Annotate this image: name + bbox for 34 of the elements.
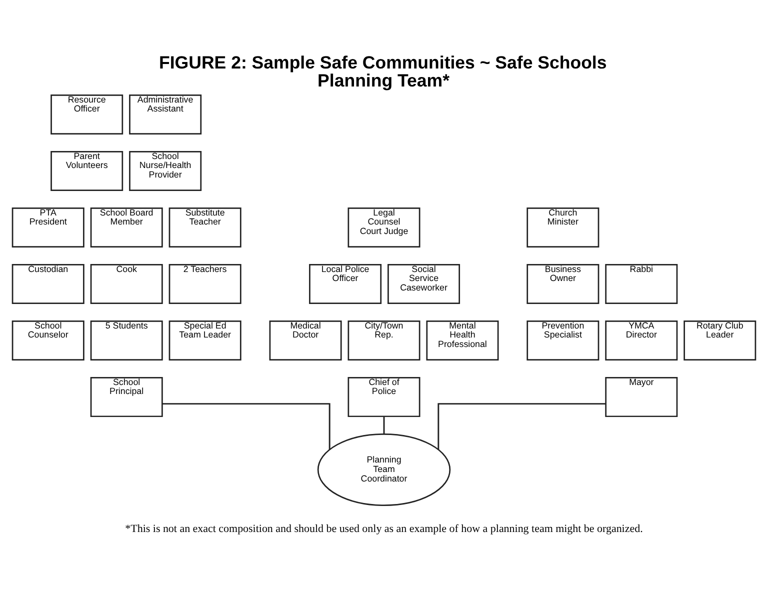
node-box: Chief of Police [348,376,420,417]
node-box: Special Ed Team Leader [168,320,242,360]
connector [383,416,385,434]
node-box: Parent Volunteers [50,150,124,191]
node-box: Rotary Club Leader [684,320,756,360]
node-box: YMCA Director [605,320,678,360]
node-box: Social Service Caseworker [388,263,460,304]
node-box: 5 Students [90,320,163,360]
node-box: PTA President [12,206,84,248]
node-box: Legal Counsel Court Judge [348,206,420,248]
node-box: Cook [90,263,163,304]
node-box: Substitute Teacher [168,206,242,248]
connector [162,402,330,450]
node-box: Church Minister [526,206,600,248]
node-box: Rabbi [605,263,678,304]
node-box: School Principal [90,376,163,417]
node-box: Local Police Officer [309,263,382,304]
node-box: Medical Doctor [269,320,342,360]
connector [438,402,606,450]
node-box: Resource Officer [50,94,124,134]
node-box: Prevention Specialist [526,320,600,360]
caption: *This is not an exact composition and should be used only as an example of how a planning team might be organized. [125,522,643,534]
node-box: City/Town Rep. [348,320,420,360]
node-box: Mayor [605,376,678,417]
node-box: School Board Member [90,206,163,248]
node-box: Mental Health Professional [426,320,499,360]
node-ellipse: Planning Team Coordinator [317,432,451,506]
node-box: Custodian [12,263,84,304]
node-box: Business Owner [526,263,600,304]
node-box: School Nurse/Health Provider [129,150,202,191]
node-box: Administrative Assistant [129,94,202,134]
node-box: School Counselor [12,320,84,360]
diagram-title: FIGURE 2: Sample Safe Communities ~ Safe Schools Planning Team* [159,52,607,90]
node-box: 2 Teachers [168,263,242,304]
